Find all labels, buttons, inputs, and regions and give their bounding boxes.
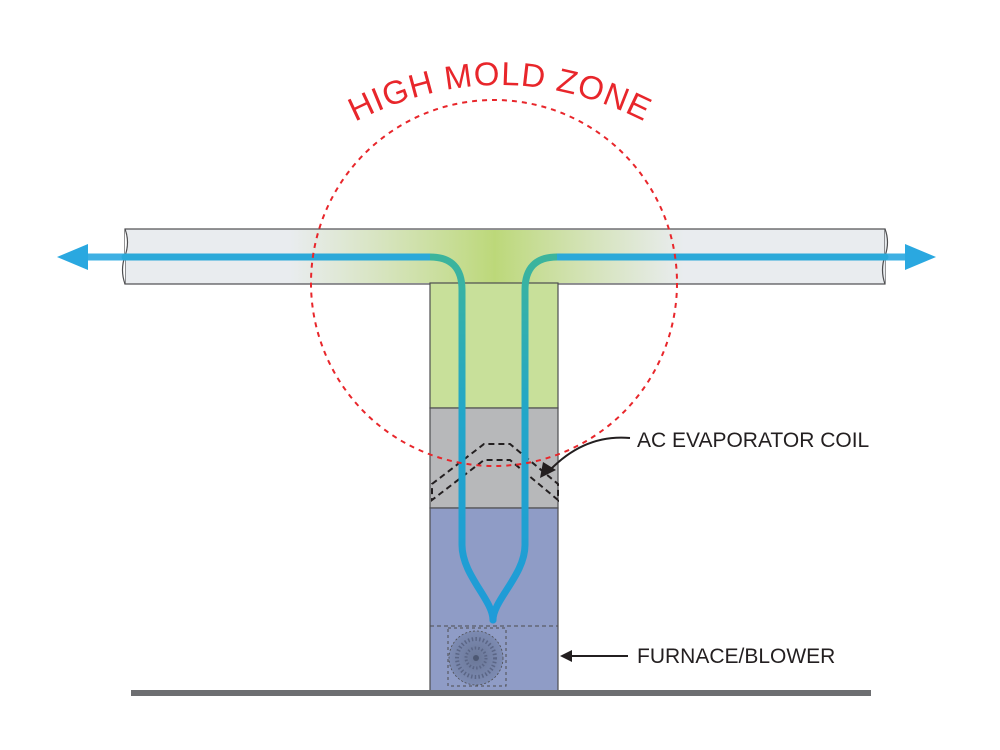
airflow-arrow-right-icon <box>905 244 936 270</box>
airflow-arrow-left-icon <box>57 244 88 270</box>
blower-icon <box>448 630 504 686</box>
plenum-mold-section <box>429 282 559 409</box>
floor-line <box>131 690 871 696</box>
airflow-right <box>489 253 889 624</box>
blower-housing <box>447 627 507 687</box>
coil-callout-arrow <box>549 436 631 471</box>
coil-label: AC EVAPORATOR COIL <box>637 429 869 452</box>
mold-zone-circle <box>310 99 678 467</box>
airflow-left <box>121 253 497 624</box>
furnace-callout-arrowhead-icon <box>560 650 572 662</box>
evaporator-coil-outer <box>431 443 559 503</box>
coil-callout-arrowhead-icon <box>540 462 556 478</box>
coil-section <box>429 407 559 509</box>
mold-zone-title: HIGH MOLD ZONE <box>342 55 658 128</box>
furnace-label: FURNACE/BLOWER <box>637 645 835 668</box>
